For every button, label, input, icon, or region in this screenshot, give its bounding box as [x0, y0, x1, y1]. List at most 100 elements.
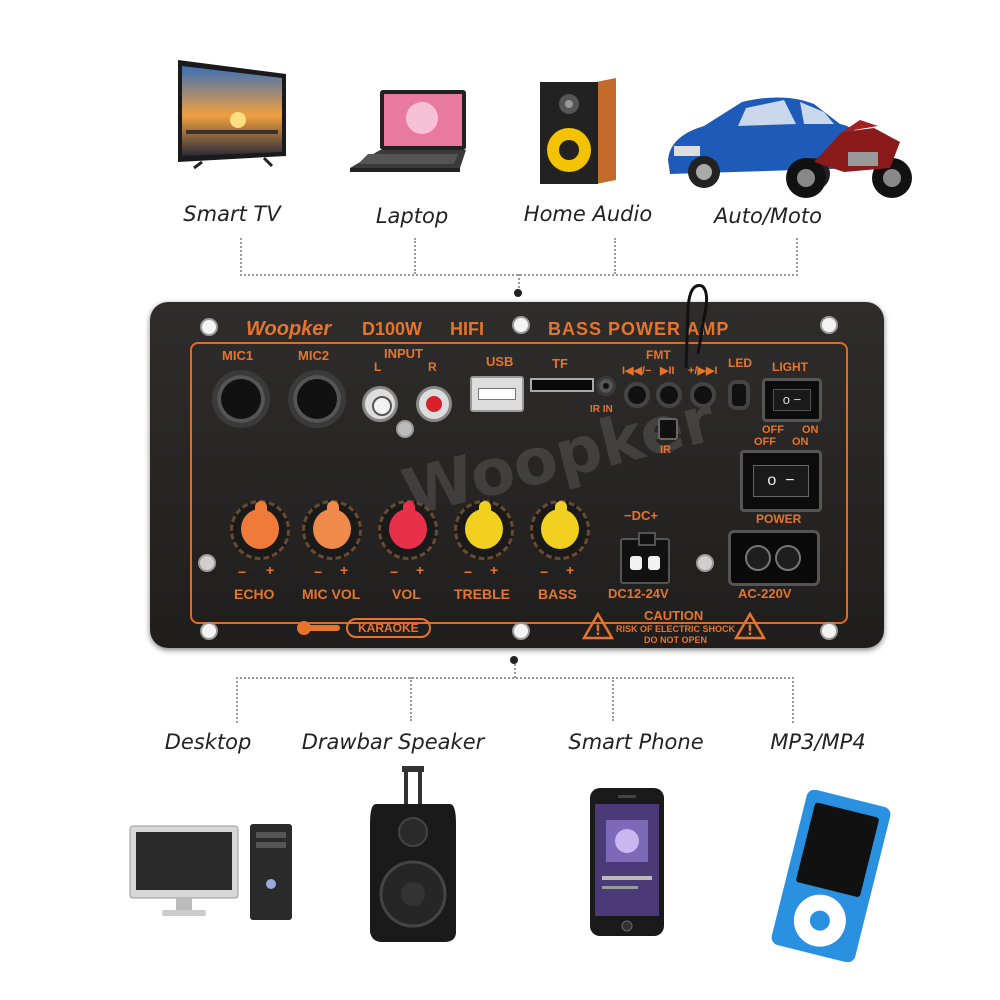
treble-plus: + [490, 562, 499, 578]
vol-label: VOL [392, 586, 421, 602]
mic-vol-knob[interactable] [302, 500, 362, 560]
mic1-label: MIC1 [222, 348, 254, 363]
trolley-speaker-icon [366, 764, 460, 946]
connector-line-top [240, 238, 798, 276]
device-label-auto-moto: Auto/Moto [714, 204, 822, 228]
antenna-wire [684, 283, 709, 368]
desktop-computer-icon [128, 822, 296, 924]
bass-minus: − [540, 564, 549, 580]
side-screw [198, 554, 216, 572]
mount-hole [200, 318, 218, 336]
tf-label: TF [552, 356, 568, 371]
power-on-label: ON [792, 436, 809, 448]
connector-line-top-mid2 [614, 238, 616, 274]
usb-port[interactable] [470, 376, 524, 412]
power-switch[interactable]: o − [740, 450, 822, 512]
svg-text:!: ! [595, 623, 601, 639]
device-label-home-audio: Home Audio [523, 202, 653, 226]
treble-label: TREBLE [454, 586, 510, 602]
mic-vol-plus: + [340, 562, 349, 578]
connector-line-top-drop [518, 274, 520, 292]
connector-line-bottom [236, 677, 794, 723]
home-speaker-icon [536, 76, 620, 190]
treble-knob-cap [465, 501, 503, 549]
bass-knob[interactable] [530, 500, 590, 560]
treble-knob[interactable] [454, 500, 514, 560]
caution-line1: RISK OF ELECTRIC SHOCK [616, 624, 736, 634]
ir-receiver [658, 418, 678, 440]
light-switch[interactable]: o − [762, 378, 822, 422]
led-label: LED [728, 356, 752, 370]
usb-label: USB [486, 354, 514, 369]
mount-hole [820, 622, 838, 640]
input-label: INPUT [384, 346, 423, 361]
rca-right-input[interactable] [416, 386, 452, 422]
ac-power-socket[interactable] [728, 530, 820, 586]
warning-triangle-icon: ! [582, 612, 614, 640]
prev-volume-down-button[interactable] [624, 382, 650, 408]
mic-vol-minus: − [314, 564, 323, 580]
side-screw [696, 554, 714, 572]
warning-triangle-icon: ! [734, 612, 766, 640]
laptop-icon [348, 88, 470, 180]
play-pause-button[interactable] [656, 382, 682, 408]
vol-knob[interactable] [378, 500, 438, 560]
svg-text:!: ! [747, 623, 753, 639]
mp3-player-icon [766, 789, 896, 963]
brand-logo: Woopker [246, 318, 332, 340]
vol-plus: + [416, 562, 425, 578]
caution-line2: DO NOT OPEN [644, 635, 708, 645]
dc-voltage-label: DC12-24V [608, 586, 669, 601]
dc-power-connector[interactable] [620, 532, 670, 584]
bass-label: BASS [538, 586, 577, 602]
treble-minus: − [464, 564, 473, 580]
microphone-icon [297, 621, 340, 635]
vol-knob-cap [389, 501, 427, 549]
ir-in-jack[interactable] [596, 376, 616, 396]
tf-card-slot[interactable] [530, 378, 594, 392]
connector-dot-top [514, 289, 522, 297]
vol-minus: − [390, 564, 399, 580]
device-label-drawbar-speaker: Drawbar Speaker [301, 730, 485, 754]
mount-hole [200, 622, 218, 640]
echo-knob[interactable] [230, 500, 290, 560]
fmt-label: FMT [646, 348, 671, 362]
mic-vol-label: MIC VOL [302, 586, 361, 602]
smart-tv-icon [168, 58, 292, 170]
light-label: LIGHT [772, 360, 808, 374]
input-r-label: R [428, 360, 437, 374]
light-off-label: OFF [762, 424, 784, 436]
model-name: D100W [362, 319, 423, 339]
connector-line-top-mid1 [414, 238, 416, 274]
mic1-jack[interactable] [212, 370, 270, 428]
mount-hole [820, 316, 838, 334]
echo-knob-cap [241, 501, 279, 549]
mic-vol-knob-cap [313, 501, 351, 549]
connector-line-bottom-drop [514, 664, 516, 678]
connector-line-bottom-mid2 [612, 677, 614, 721]
connector-dot-bottom [510, 656, 518, 664]
mic2-jack[interactable] [288, 370, 346, 428]
rca-left-input[interactable] [362, 386, 398, 422]
mount-hole [512, 622, 530, 640]
karaoke-label: KARAOKE [346, 618, 431, 638]
ir-in-label: IR IN [590, 404, 613, 415]
mic2-label: MIC2 [298, 348, 330, 363]
echo-plus: + [266, 562, 275, 578]
smartphone-icon [588, 786, 666, 938]
next-volume-up-button[interactable] [690, 382, 716, 408]
next-label: +/▶▶I [688, 365, 718, 377]
connector-line-bottom-mid1 [410, 677, 412, 721]
amplifier-board: Woopker Woopker D100W HIFI BASS POWER AM… [150, 283, 884, 648]
prev-label: I◀◀/− [622, 365, 652, 377]
product-title: BASS POWER AMP [548, 319, 730, 339]
bass-knob-cap [541, 501, 579, 549]
light-on-label: ON [802, 424, 819, 436]
car-motorcycle-icon [664, 82, 920, 206]
play-label: ▶II [660, 365, 675, 377]
echo-minus: − [238, 564, 247, 580]
echo-label: ECHO [234, 586, 275, 602]
device-label-mp3-mp4: MP3/MP4 [770, 730, 866, 754]
device-label-smart-tv: Smart TV [183, 202, 281, 226]
bass-plus: + [566, 562, 575, 578]
